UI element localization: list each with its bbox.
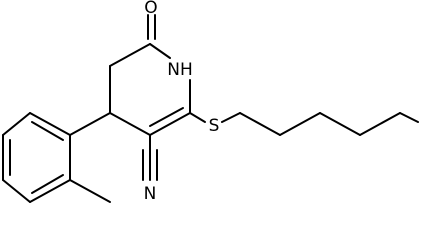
nitrile-group <box>142 134 158 181</box>
bond-c4-c5 <box>109 112 151 136</box>
bond-c6-s <box>189 112 206 123</box>
tolyl-ring <box>2 112 111 203</box>
bond-c5-c6 <box>149 112 191 136</box>
atom-label-nh: NH <box>167 60 193 80</box>
bond-c2-c3-ring <box>109 43 151 67</box>
bond-c2-n <box>149 43 171 59</box>
bond-ar2-ar3 <box>2 112 31 136</box>
hexylthio-chain <box>189 112 419 136</box>
bond-chain-3 <box>319 112 361 136</box>
structure-diagram: O NH S N <box>2 0 419 204</box>
atom-label-nitrile-n: N <box>144 184 157 204</box>
bond-s-c1 <box>221 112 241 123</box>
molecule-svg: O NH S N <box>2 0 419 204</box>
bond-ar-inner-1 <box>31 121 64 141</box>
bond-chain-1 <box>239 112 281 136</box>
bond-c4-aryl <box>69 112 111 136</box>
atom-label-sulfur: S <box>209 116 220 136</box>
bond-chain-4 <box>359 112 401 136</box>
bond-ar5-ar6 <box>29 179 71 203</box>
bond-ar1-ar2 <box>29 112 71 136</box>
bond-methyl <box>69 179 111 203</box>
bond-chain-5 <box>399 112 419 123</box>
bond-ar4-ar5 <box>2 179 31 203</box>
bond-chain-2 <box>279 112 321 136</box>
bond-c5-c6-double <box>149 107 184 127</box>
dihydropyridinone-ring <box>109 14 191 136</box>
atom-label-oxygen: O <box>144 0 157 18</box>
bond-ar-inner-3 <box>31 174 64 194</box>
